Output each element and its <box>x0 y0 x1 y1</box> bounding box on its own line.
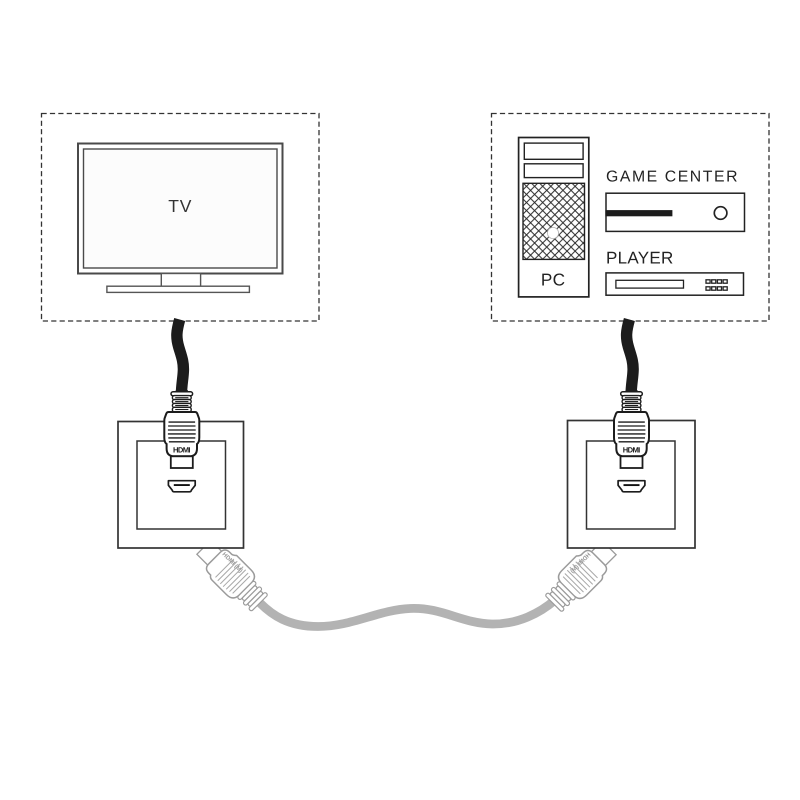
svg-text:TV: TV <box>168 196 192 216</box>
svg-text:GAME CENTER: GAME CENTER <box>606 169 738 186</box>
svg-text:PC: PC <box>541 270 565 290</box>
svg-text:PLAYER: PLAYER <box>606 249 673 268</box>
